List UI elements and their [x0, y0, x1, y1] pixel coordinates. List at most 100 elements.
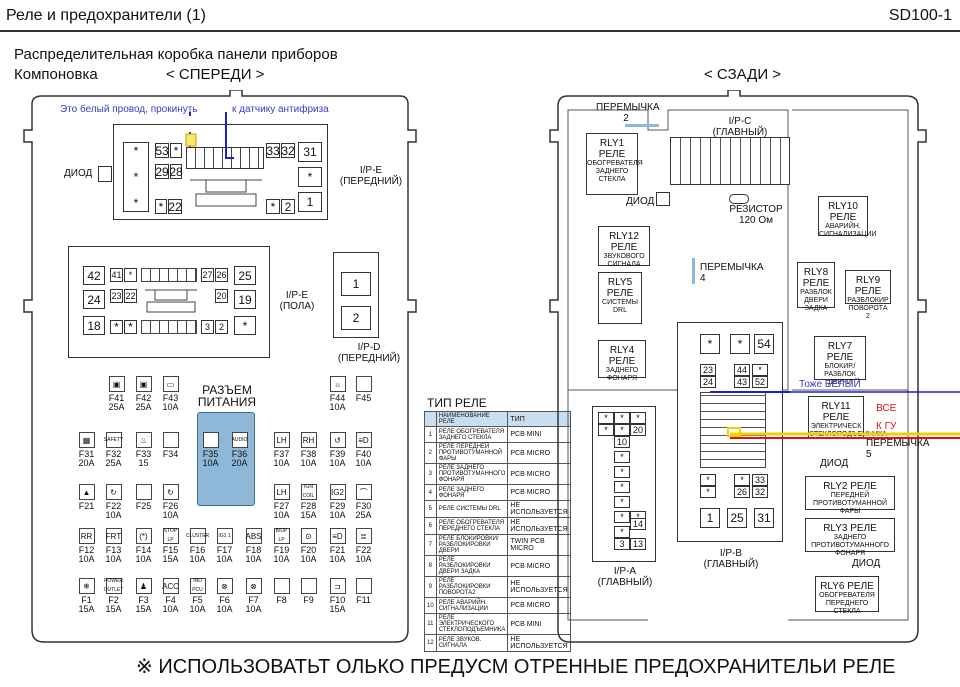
fuse-amp: 25A: [355, 510, 372, 520]
fuse-icon: CLUSTER: [186, 528, 209, 544]
fuse-name: F43: [162, 393, 179, 403]
table-cell: РЕЛЕ ОБОГРЕВАТЕЛЯ ПЕРЕДНЕГО СТЕКЛА: [435, 517, 509, 535]
pin: *: [598, 412, 614, 424]
diode-label: ДИОД: [626, 196, 655, 207]
table-cell: 9: [424, 576, 437, 598]
fuse-icon: ≡D: [355, 432, 372, 448]
layout-label: Компоновка: [14, 66, 98, 83]
relay-desc: ЗАДНЕГО ПРОТИВОТУМАННОГО ФОНАРЯ: [811, 534, 889, 557]
fuse-icon: ABS: [245, 528, 262, 544]
fuse-icon: [355, 578, 372, 594]
fuse-icon: [273, 578, 290, 594]
relay-name: RLY3 РЕЛЕ: [823, 523, 877, 534]
pin: 2: [215, 320, 228, 334]
fuse-name: F22: [355, 545, 372, 555]
pin: 1: [700, 508, 720, 528]
fuse-name: F9: [303, 595, 314, 605]
fuse-icon: [300, 578, 317, 594]
fuse-icon: IG2: [329, 484, 346, 500]
pin: *: [124, 320, 137, 334]
fuse-name: F34: [162, 449, 179, 459]
table-cell: 3: [424, 463, 437, 485]
pin: 3: [614, 538, 630, 550]
pin: *: [110, 320, 123, 334]
fuse-amp: 15A: [105, 604, 122, 614]
fuse-name: F32: [105, 449, 122, 459]
fuse-icon: (*): [135, 528, 152, 544]
fuse-icon: RR: [78, 528, 95, 544]
fuse-icon: [355, 376, 372, 392]
ipe-front-label: I/P-E (ПЕРЕДНИЙ): [339, 165, 403, 187]
fuse-icon: ▦: [78, 432, 95, 448]
pin: *: [700, 474, 716, 486]
fuse-name: F37: [273, 449, 290, 459]
head-unit-annotation: ВСЕ К ГУ: [876, 403, 897, 432]
fuse-name: F44: [329, 393, 346, 403]
pin: 1: [298, 192, 322, 212]
relay-name: RLY8 РЕЛЕ: [802, 267, 830, 289]
pin: 1: [341, 272, 371, 296]
fuse-amp: 10A: [216, 554, 233, 564]
diode-symbol: [656, 192, 670, 206]
fuse-amp: 10A: [162, 402, 179, 412]
fuse-icon: IGN COIL: [300, 484, 317, 500]
pin: *: [614, 412, 630, 424]
relay-desc: ОБОГРЕВАТЕЛЯ ЗАДНЕГО СТЕКЛА: [587, 160, 643, 183]
table-cell: 11: [424, 613, 437, 635]
fuse-amp: 10A: [273, 554, 290, 564]
pin: 20: [215, 289, 228, 303]
table-cell: РЕЛЕ АВАРИЙН. СИГНАЛИЗАЦИИ: [435, 597, 509, 614]
jumper2: [625, 124, 659, 127]
fuse-amp: 10A: [105, 554, 122, 564]
table-header: НАИМЕНОВАНИЕ РЕЛЕ: [435, 411, 509, 427]
fuse-icon: LH: [273, 432, 290, 448]
pin: 22: [124, 289, 137, 303]
relay-name: RLY9 РЕЛЕ: [854, 275, 882, 297]
ipc-connector: [670, 137, 790, 185]
fuse-amp: 10A: [202, 458, 219, 468]
pin: *: [155, 199, 167, 214]
jumper4: [692, 258, 695, 284]
table-cell: 5: [424, 500, 437, 518]
pin: 43: [734, 376, 750, 388]
relay-desc: ЗВУКОВОГО СИГНАЛА: [603, 253, 645, 268]
fuse-name: F21: [78, 501, 95, 511]
fuse-name: F36: [231, 449, 248, 459]
pin: 42: [83, 266, 105, 285]
jumper2-label: ПЕРЕМЫЧКА 2: [596, 102, 660, 124]
pin: 33: [752, 474, 768, 486]
pin: *: [234, 316, 256, 335]
relay-name: RLY7 РЕЛЕ: [826, 341, 854, 363]
relay-name: RLY12 РЕЛЕ: [609, 231, 639, 253]
fuse-icon: ↺: [329, 432, 346, 448]
pin: 53: [155, 143, 169, 158]
pin: 19: [234, 290, 256, 309]
fuse-name: F13: [105, 545, 122, 555]
relay-desc: РАЗБЛОК ДВЕРИ ЗАДКА: [800, 289, 832, 312]
ipe-floor-small-pins: [141, 320, 197, 334]
pin: *: [298, 167, 322, 187]
relay-name: RLY2 РЕЛЕ: [823, 481, 877, 492]
fuse-amp: 10A: [189, 604, 206, 614]
table-cell: 12: [424, 634, 437, 652]
pin: 25: [234, 266, 256, 285]
fuse-amp: 10A: [135, 554, 152, 564]
pin: 54: [754, 334, 774, 354]
